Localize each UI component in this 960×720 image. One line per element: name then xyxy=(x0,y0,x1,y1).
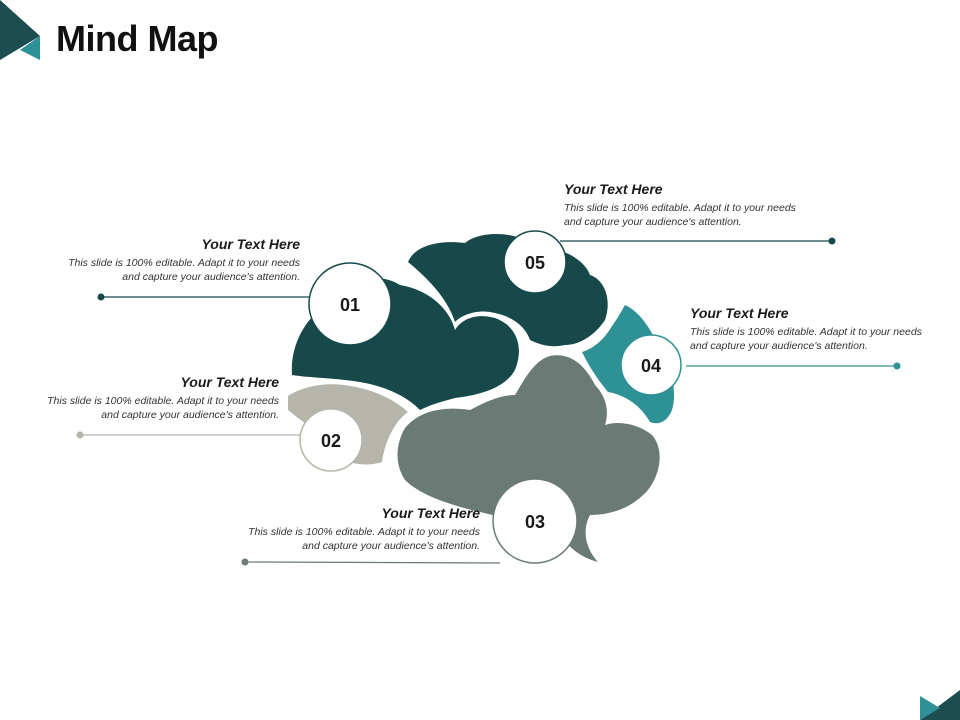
connector-dot-03 xyxy=(241,558,249,566)
connector-dot-02 xyxy=(76,431,84,439)
connector-line-03 xyxy=(244,561,501,564)
corner-triangle-dark-icon xyxy=(0,0,40,60)
node-03-number: 03 xyxy=(525,512,545,532)
node-02: 02 xyxy=(299,408,363,472)
page-number: 43 xyxy=(935,690,948,702)
callout-03-heading: Your Text Here xyxy=(381,505,480,521)
connector-dot-04 xyxy=(893,362,901,370)
lobe-03-shape xyxy=(397,355,660,562)
slide-title: Mind Map xyxy=(56,18,218,59)
corner-triangle-teal-icon xyxy=(20,36,40,60)
connector-dot-05 xyxy=(828,237,836,245)
node-01: 01 xyxy=(308,262,392,346)
callout-01-text: This slide is 100% editable. Adapt it to… xyxy=(68,257,300,283)
node-05-number: 05 xyxy=(525,253,545,273)
node-03: 03 xyxy=(492,478,578,564)
callout-02-text: This slide is 100% editable. Adapt it to… xyxy=(47,395,279,421)
callout-02-heading: Your Text Here xyxy=(180,374,279,390)
corner-decoration-bottom-right xyxy=(920,670,960,720)
corner-triangle-teal-icon xyxy=(920,696,940,720)
node-01-number: 01 xyxy=(340,295,360,315)
callout-05-heading: Your Text Here xyxy=(564,181,663,197)
callout-05-text: This slide is 100% editable. Adapt it to… xyxy=(564,202,796,228)
callout-02: Your Text Here This slide is 100% editab… xyxy=(29,374,279,422)
node-02-number: 02 xyxy=(321,431,341,451)
callout-05: Your Text Here This slide is 100% editab… xyxy=(564,181,814,229)
callout-04-text: This slide is 100% editable. Adapt it to… xyxy=(690,326,922,352)
callout-03: Your Text Here This slide is 100% editab… xyxy=(230,505,480,553)
node-04-number: 04 xyxy=(641,356,661,376)
callout-01-heading: Your Text Here xyxy=(201,236,300,252)
node-05: 05 xyxy=(503,230,567,294)
connector-dot-01 xyxy=(97,293,105,301)
callout-03-text: This slide is 100% editable. Adapt it to… xyxy=(248,526,480,552)
callout-01: Your Text Here This slide is 100% editab… xyxy=(50,236,300,284)
callout-04: Your Text Here This slide is 100% editab… xyxy=(690,305,940,353)
callout-04-heading: Your Text Here xyxy=(690,305,789,321)
corner-decoration-top-left xyxy=(0,0,40,60)
corner-triangle-dark-icon xyxy=(920,670,960,720)
node-04: 04 xyxy=(620,334,682,396)
